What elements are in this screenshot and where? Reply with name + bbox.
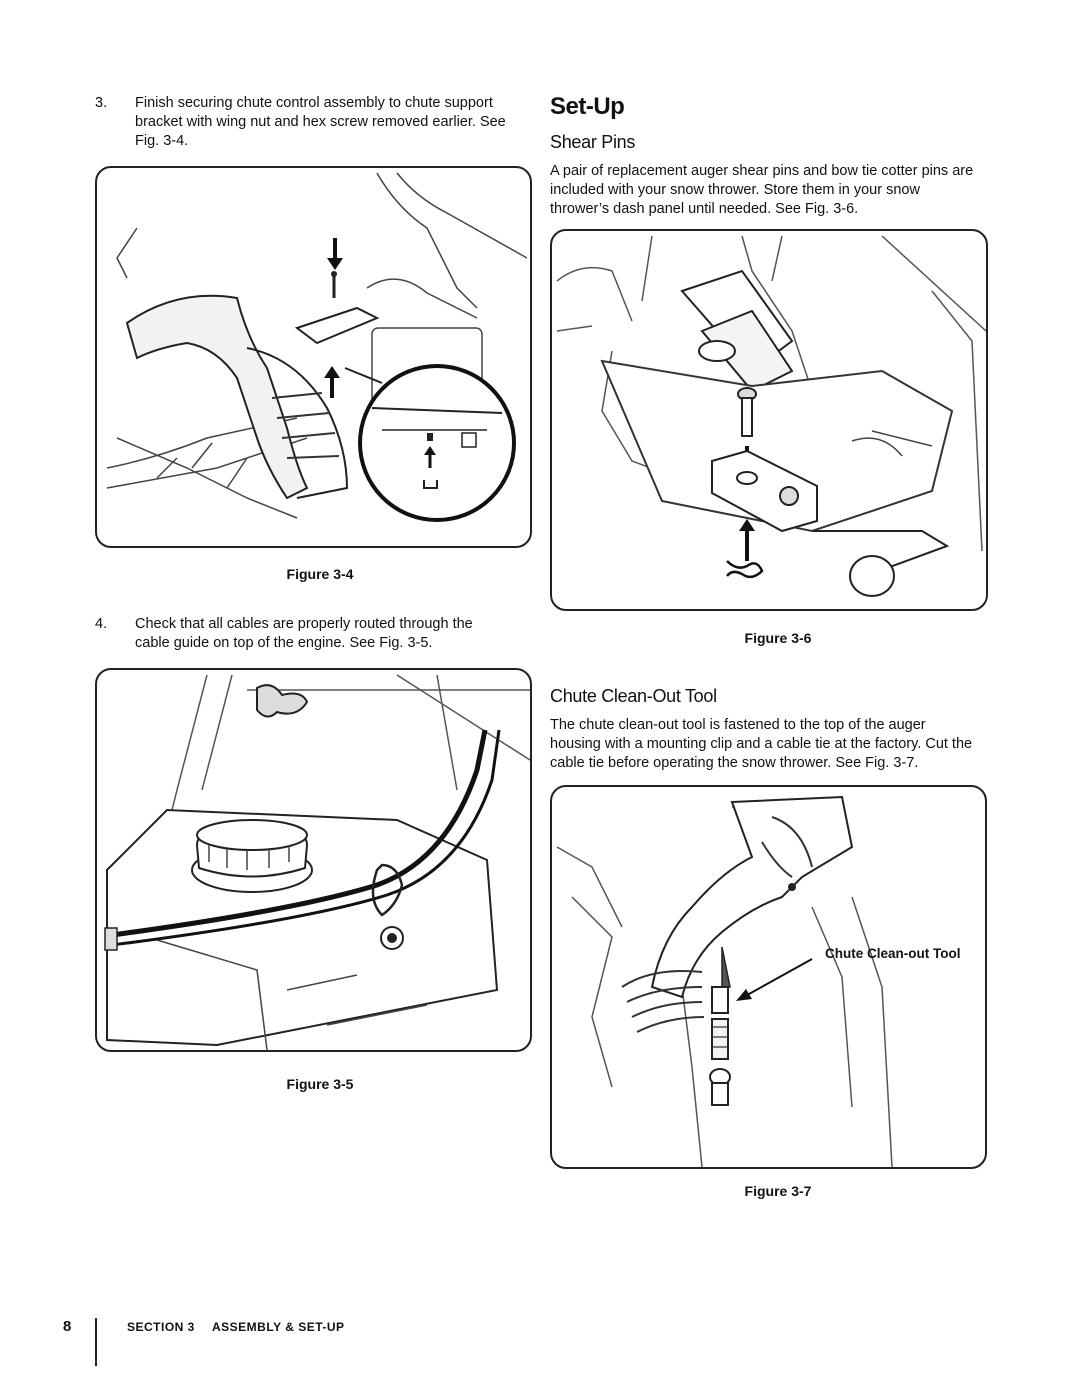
page-title: Set-Up (550, 93, 625, 120)
step-3: 3. Finish securing chute control assembl… (95, 94, 525, 154)
chute-control-illustration (106, 172, 528, 522)
footer-section: SECTION 3 (127, 1320, 195, 1334)
shear-pins-body: A pair of replacement auger shear pins a… (550, 163, 974, 217)
figure-3-5 (95, 668, 532, 1052)
figure-3-6-caption: Figure 3-6 (744, 630, 812, 646)
chute-tool-body: The chute clean-out tool is fastened to … (550, 717, 973, 771)
figure-3-4 (95, 166, 532, 548)
footer-divider (95, 1318, 97, 1366)
chute-clean-out-tool-illustration (556, 795, 893, 1167)
section-title-chute-tool: Chute Clean-Out Tool (550, 686, 717, 706)
section-title-shear-pins: Shear Pins (550, 132, 636, 152)
page-number: 8 (63, 1318, 72, 1335)
step-4-text: Check that all cables are properly route… (135, 616, 473, 651)
figure-3-7 (550, 785, 987, 1169)
footer-section-title: ASSEMBLY & SET-UP (212, 1320, 345, 1334)
figure-3-4-caption: Figure 3-4 (286, 566, 354, 582)
cable-guide-illustration (104, 674, 530, 1050)
shear-pins-illustration (556, 235, 986, 597)
step-3-text: Finish securing chute control assembly t… (135, 95, 506, 149)
figure-3-7-caption: Figure 3-7 (744, 1183, 812, 1199)
step-4: 4. Check that all cables are properly ro… (95, 615, 525, 655)
step-4-number: 4. (95, 616, 108, 632)
step-3-number: 3. (95, 95, 108, 111)
callout-chute-clean-out-tool: Chute Clean-out Tool (825, 946, 961, 961)
figure-3-6 (550, 229, 988, 611)
figure-3-5-caption: Figure 3-5 (286, 1076, 354, 1092)
